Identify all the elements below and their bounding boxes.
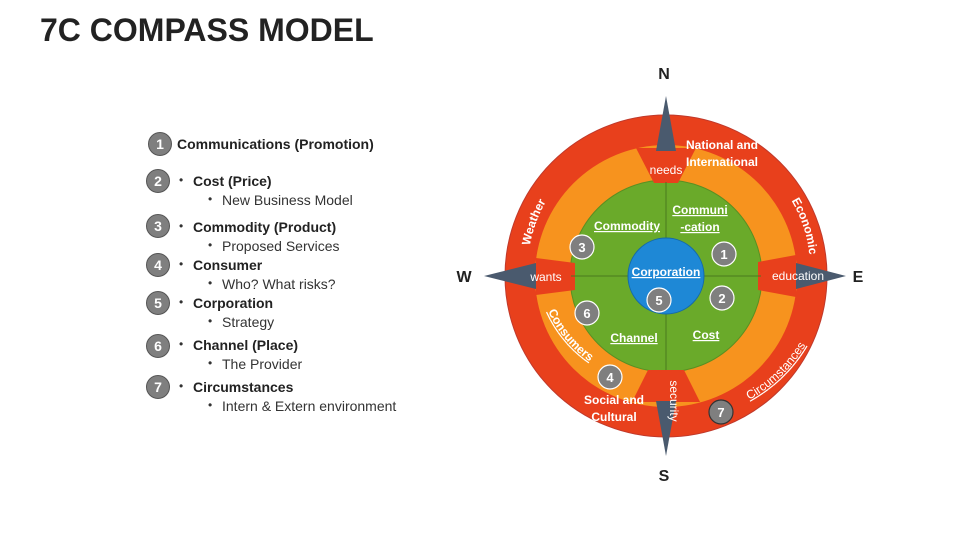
bullet-dot: • [208, 238, 213, 252]
number-badge: 1 [148, 132, 172, 156]
bullet-dot: • [179, 173, 184, 187]
wedge-south [632, 370, 700, 402]
number-badge: 5 [146, 291, 170, 315]
middle-label-education: education [772, 269, 824, 283]
needle-west [484, 263, 536, 289]
number-badge: 3 [146, 214, 170, 238]
diagram-badge-6: 6 [574, 300, 600, 326]
bullet-dot: • [208, 192, 213, 206]
number-badge: 2 [146, 169, 170, 193]
number-badge: 6 [146, 334, 170, 358]
list-item-label: Corporation [193, 295, 274, 311]
outer-label-national-line1: National and [686, 138, 758, 152]
outer-label-social-line1: Social and [584, 393, 644, 407]
outer-label-social-line2: Cultural [591, 410, 636, 424]
inner-label-communication-line2: -cation [680, 220, 719, 234]
inner-label-channel: Channel [610, 331, 657, 345]
badge-number: 6 [583, 306, 590, 321]
badge-number: 3 [578, 240, 585, 255]
list-item-sub: Strategy [222, 314, 275, 330]
center-label: Corporation [632, 265, 701, 279]
bullet-dot: • [179, 379, 184, 393]
needle-east [796, 263, 846, 289]
wedge-east [758, 255, 796, 297]
diagram-badge-4: 4 [597, 364, 623, 390]
bullet-dot: • [179, 295, 184, 309]
list-item-sub: Proposed Services [222, 238, 340, 254]
diagram-badge-2: 2 [709, 285, 735, 311]
bullet-dot: • [208, 276, 213, 290]
inner-label-commodity: Commodity [594, 219, 660, 233]
center-circle [627, 237, 705, 315]
badge-number: 4 [606, 370, 614, 385]
list-item-label: Circumstances [193, 379, 294, 395]
list-item-label: Channel (Place) [193, 337, 299, 353]
list-item-label: Commodity (Product) [193, 219, 337, 235]
direction-north: N [658, 66, 670, 83]
number-badge: 4 [146, 253, 170, 277]
badge-number: 2 [718, 291, 725, 306]
badge-number: 7 [717, 405, 724, 420]
badge-number: 5 [655, 293, 662, 308]
bullet-dot: • [208, 398, 213, 412]
direction-west: W [456, 269, 472, 286]
bullet-dot: • [179, 257, 184, 271]
diagram-badge-5: 5 [646, 287, 672, 313]
needle-south [656, 401, 676, 456]
outer-label-national-line2: International [686, 155, 758, 169]
list-item-label: Consumer [193, 257, 263, 273]
list-item-sub: New Business Model [222, 192, 353, 208]
bullet-dot: • [179, 219, 184, 233]
middle-label-security: security [667, 380, 681, 421]
number-badge: 7 [146, 375, 170, 399]
list-item-sub: The Provider [222, 356, 303, 372]
middle-label-needs: needs [650, 163, 683, 177]
list-item-sub: Who? What risks? [222, 276, 336, 292]
inner-label-cost: Cost [693, 328, 720, 342]
direction-south: S [659, 468, 670, 485]
needle-north [656, 96, 676, 151]
direction-east: E [853, 269, 864, 286]
page-title: 7C COMPASS MODEL [40, 12, 374, 48]
list-item-label: Cost (Price) [193, 173, 272, 189]
middle-label-wants: wants [529, 270, 561, 284]
diagram-badge-3: 3 [569, 234, 595, 260]
wedge-west [536, 258, 575, 295]
badge-number: 1 [720, 247, 727, 262]
wedge-north [636, 148, 696, 183]
list-item-sub: Intern & Extern environment [222, 398, 397, 414]
bullet-dot: • [208, 314, 213, 328]
bullet-dot: • [179, 337, 184, 351]
bullet-dot: • [208, 356, 213, 370]
diagram-badge-1: 1 [711, 241, 737, 267]
inner-label-communication-line1: Communi [672, 203, 727, 217]
diagram-badge-7: 7 [708, 399, 734, 425]
list-item-label: Communications (Promotion) [177, 136, 374, 152]
legend-list: 1 Communications (Promotion) 2 • Cost (P… [146, 0, 446, 540]
